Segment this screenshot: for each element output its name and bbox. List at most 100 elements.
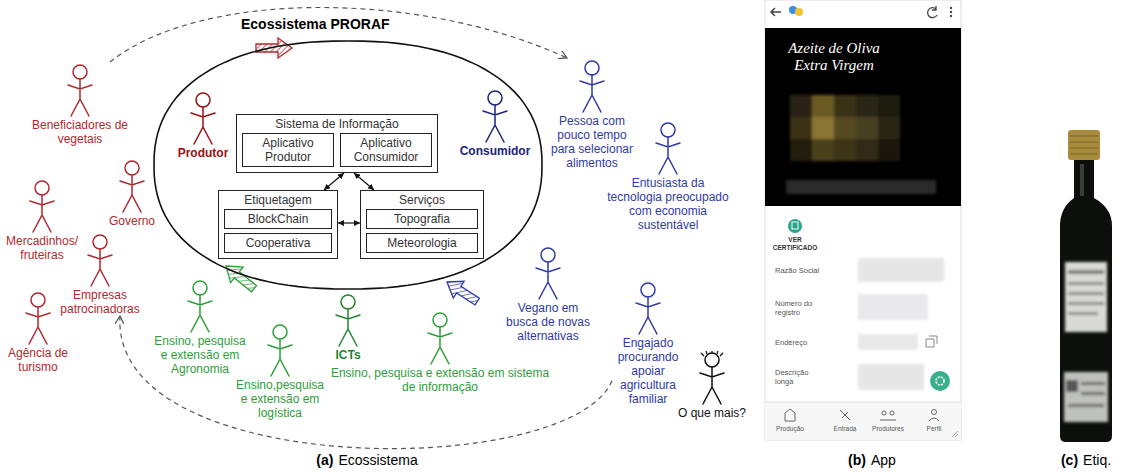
figure-head [585, 61, 599, 75]
nav-icon [785, 409, 795, 421]
stick-figure [83, 232, 117, 288]
persona-label: Produtor [171, 146, 235, 160]
product-title: Azeite de Oliva Extra Virgem [778, 40, 890, 74]
figure-body [26, 307, 50, 344]
nav-label: Entrada [820, 425, 870, 433]
persona-figure: Agência de turismo [2, 290, 74, 374]
figure-body [656, 137, 680, 174]
persona-label: O que mais? [674, 406, 750, 420]
nav-label: Perfil [909, 425, 959, 433]
dashed-connector [110, 7, 567, 62]
nav-divider [765, 402, 961, 403]
label-panel [1065, 262, 1107, 332]
certificate-icon [788, 219, 802, 233]
stick-figure [631, 280, 665, 336]
blurred-value [858, 334, 918, 350]
double-arrow [338, 222, 360, 223]
figure-head [661, 123, 675, 137]
persona-figure: Empresas patrocinadoras [55, 232, 145, 316]
stick-figure [263, 322, 297, 378]
label-line [1068, 312, 1098, 315]
nav-icon [890, 411, 894, 415]
component-box: Aplicativo Produtor [242, 133, 334, 167]
persona-figure: Engajado procurando apoiar agricultura f… [612, 280, 684, 406]
pixel [790, 139, 812, 161]
back-icon [771, 8, 781, 16]
nav-label: Produtores [863, 425, 913, 433]
figure-head [93, 235, 107, 249]
component-label: Cooperativa [228, 236, 328, 250]
label-line [1081, 382, 1105, 385]
bottle-shine [1080, 164, 1084, 196]
figure-hair [701, 351, 723, 356]
logo-dot [795, 8, 803, 16]
figure-head [196, 93, 210, 107]
group-title: Etiquetagem [224, 193, 332, 207]
persona-figure: Ensino,pesquisa e extensão em logística [233, 322, 328, 420]
persona-figure: Governo [102, 158, 162, 228]
pixel [878, 117, 900, 139]
label-panel [1064, 372, 1108, 422]
component-box: Aplicativo Consumidor [340, 133, 432, 167]
stick-figure [186, 90, 220, 146]
stick-figure [651, 120, 685, 176]
pixel [812, 95, 834, 117]
caption-letter: (b) [848, 452, 866, 468]
persona-label: Ensino,pesquisa e extensão em logística [233, 378, 328, 420]
ecosystem-ellipse: Ecossistema PRORAFProdutorConsumidorSist… [153, 40, 543, 290]
figure-head [488, 91, 502, 105]
persona-figure: ICTs [328, 292, 368, 362]
persona-label: Mercadinhos/ fruteiras [2, 234, 82, 262]
bottle [1060, 130, 1112, 442]
stick-figure [695, 350, 729, 406]
persona-label: Entusiasta da tecnologia preocupado com … [605, 176, 731, 232]
phone-screen [765, 0, 961, 440]
persona-figure: Produtor [171, 90, 235, 160]
figure-head [73, 65, 87, 79]
persona-figure: Mercadinhos/ fruteiras [2, 178, 82, 262]
hatched-arrow [442, 274, 483, 310]
label-line [1068, 292, 1104, 295]
pixel [878, 139, 900, 161]
hatched-arrow-shape [220, 258, 261, 296]
double-arrow [324, 173, 344, 190]
menu-dot [950, 15, 952, 17]
stick-figure [331, 292, 365, 348]
caption-text: Ecossistema [338, 452, 417, 468]
component-box: BlockChain [224, 209, 332, 229]
blurred-value [858, 258, 944, 282]
figure-head [31, 293, 45, 307]
figure-body [88, 249, 112, 286]
persona-label: Vegano em busca de novas alternativas [504, 301, 592, 343]
group-box: EtiquetagemBlockChainCooperativa [218, 190, 338, 259]
figure-head [125, 161, 139, 175]
pixel [790, 95, 812, 117]
stick-figure [115, 158, 149, 214]
resize-mark [952, 431, 958, 437]
stick-figure [21, 290, 55, 346]
bottle-body [1060, 160, 1112, 442]
figure-head [541, 248, 555, 262]
figure-head [193, 281, 207, 295]
group-title: Serviços [366, 193, 478, 207]
figure-head [341, 295, 355, 309]
group-box: Sistema de InformaçãoAplicativo Produtor… [236, 114, 438, 173]
label-line [1068, 270, 1104, 274]
persona-figure: Vegano em busca de novas alternativas [504, 245, 592, 343]
pixel [834, 139, 856, 161]
figure-head [433, 313, 447, 327]
pixel [856, 117, 878, 139]
figure-body [536, 262, 560, 299]
pixel [834, 95, 856, 117]
caption-text: App [871, 452, 896, 468]
persona-label: Beneficiadores de vegetais [25, 118, 135, 146]
component-box: Topografia [366, 209, 478, 229]
map-icon [926, 336, 937, 347]
persona-label: Ensino, pesquisa e extensão em Agronomia [150, 334, 250, 376]
label-line [1068, 404, 1104, 407]
ellipse-path [154, 41, 542, 289]
component-label: BlockChain [228, 212, 328, 226]
nav-icon [882, 411, 886, 415]
